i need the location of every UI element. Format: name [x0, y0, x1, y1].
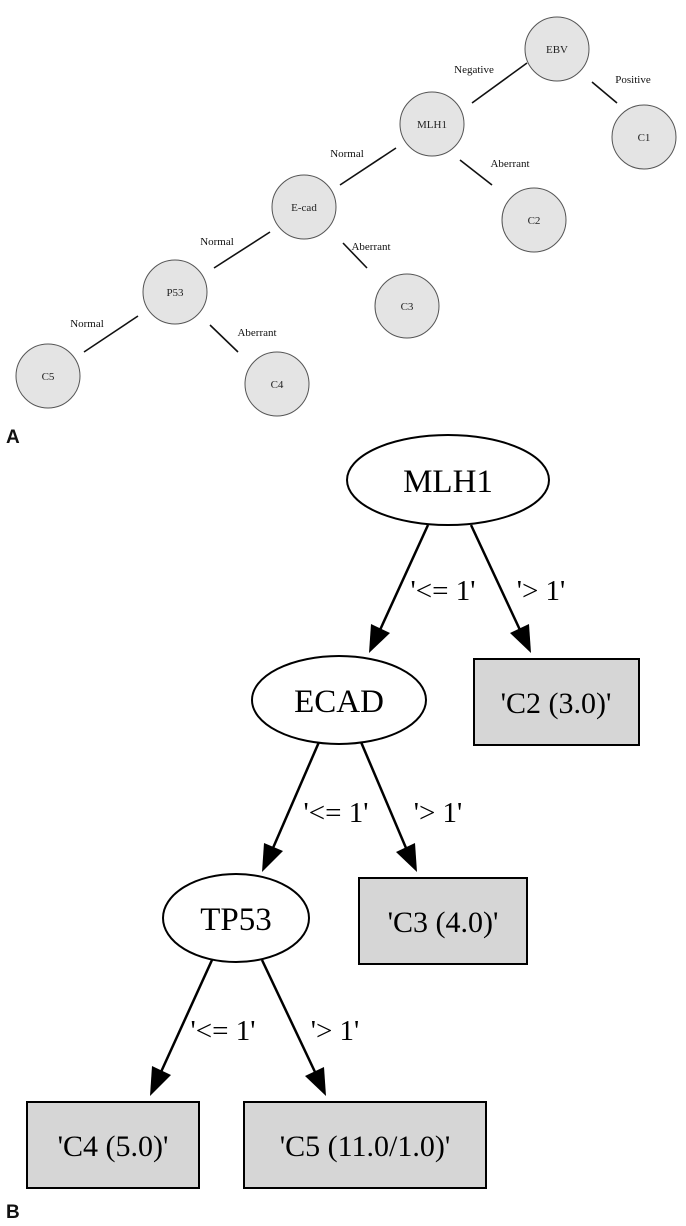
leaf-c3-label: 'C3 (4.0)' [388, 906, 499, 939]
node-c5: C5 [15, 343, 81, 409]
edge-label-aberrant: Aberrant [490, 158, 529, 170]
edge-label-gt-1: '> 1' [311, 1015, 360, 1047]
node-ecad: ECAD [251, 655, 427, 745]
edge-label-le-1: '<= 1' [304, 797, 369, 829]
edge-ecad-p53 [213, 231, 271, 269]
panel-a: Negative Positive Normal Aberrant Normal… [6, 16, 677, 448]
panel-b-label: B [6, 1202, 20, 1223]
node-c3: C3 [374, 273, 440, 339]
edge-p53-c4 [209, 324, 239, 353]
node-c4: C4 [244, 351, 310, 417]
leaf-c2: 'C2 (3.0)' [473, 658, 640, 746]
leaf-c5-label: 'C5 (11.0/1.0)' [280, 1130, 451, 1163]
edge-label-gt-1: '> 1' [517, 575, 566, 607]
node-c3-label: C3 [401, 301, 414, 313]
edge-tp53-c4 [150, 959, 214, 1096]
edge-label-gt-1: '> 1' [414, 797, 463, 829]
edge-label-normal: Normal [70, 318, 104, 330]
edge-p53-c5 [83, 315, 139, 353]
edge-mlh1-c2 [469, 524, 531, 653]
node-c2: C2 [501, 187, 567, 253]
node-tp53: TP53 [162, 873, 310, 963]
node-tp53-label: TP53 [200, 902, 272, 938]
edge-label-normal: Normal [330, 148, 364, 160]
leaf-c2-label: 'C2 (3.0)' [501, 687, 612, 720]
node-ebv-label: EBV [546, 44, 568, 56]
node-mlh1-label: MLH1 [403, 464, 493, 500]
leaf-c3: 'C3 (4.0)' [358, 877, 528, 965]
edge-mlh1-c2 [459, 159, 493, 186]
node-c5-label: C5 [42, 371, 55, 383]
node-c1: C1 [611, 104, 677, 170]
edge-ebv-c1 [591, 81, 618, 104]
node-c2-label: C2 [528, 215, 541, 227]
edge-mlh1-ecad [339, 147, 397, 186]
node-ecad-label: E-cad [291, 202, 317, 214]
edge-ebv-mlh1 [471, 62, 528, 104]
node-p53: P53 [142, 259, 208, 325]
edge-label-positive: Positive [615, 74, 651, 86]
leaf-c4-label: 'C4 (5.0)' [58, 1130, 169, 1163]
edge-label-aberrant: Aberrant [351, 241, 390, 253]
panel-a-label: A [6, 427, 20, 448]
node-ebv: EBV [524, 16, 590, 82]
edge-label-le-1: '<= 1' [191, 1015, 256, 1047]
edge-label-aberrant: Aberrant [237, 327, 276, 339]
leaf-c5: 'C5 (11.0/1.0)' [243, 1101, 487, 1189]
node-c4-label: C4 [271, 379, 284, 391]
edge-mlh1-ecad [369, 524, 430, 653]
node-ecad-label: ECAD [294, 684, 384, 720]
edge-tp53-c5 [260, 959, 326, 1096]
node-ecad: E-cad [271, 174, 337, 240]
panel-b: '<= 1' '> 1' '<= 1' '> 1' '<= 1' '> 1' M… [6, 434, 640, 1223]
node-mlh1: MLH1 [346, 434, 550, 526]
edge-label-le-1: '<= 1' [411, 575, 476, 607]
leaf-c4: 'C4 (5.0)' [26, 1101, 200, 1189]
node-mlh1-label: MLH1 [417, 119, 447, 131]
edge-label-normal: Normal [200, 236, 234, 248]
edge-ecad-c3 [342, 242, 368, 269]
edge-ecad-c3 [359, 741, 417, 872]
node-c1-label: C1 [638, 132, 651, 144]
node-p53-label: P53 [166, 287, 184, 299]
edge-ecad-tp53 [262, 741, 321, 872]
edge-label-negative: Negative [454, 64, 494, 76]
node-mlh1: MLH1 [399, 91, 465, 157]
